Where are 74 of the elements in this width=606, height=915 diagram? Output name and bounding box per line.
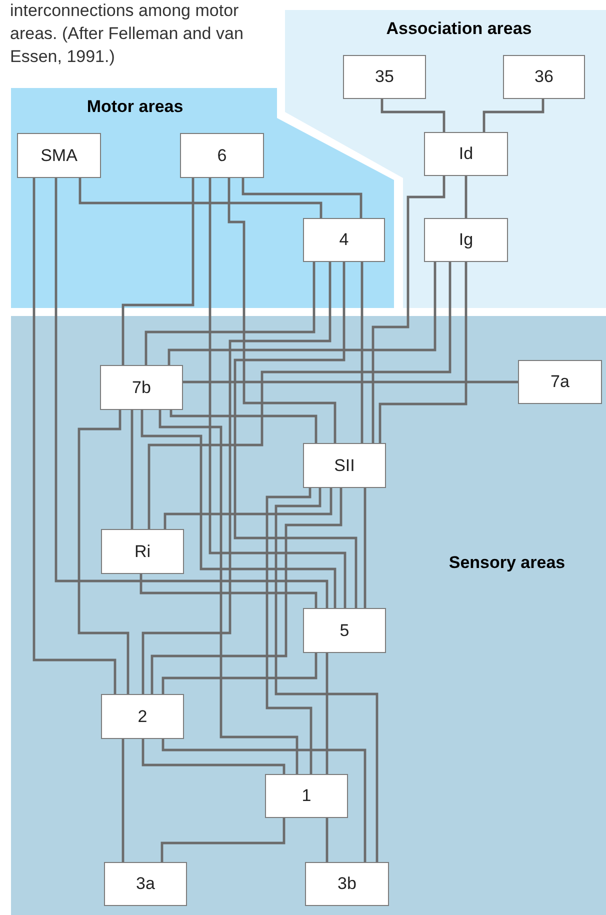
connection-line xyxy=(32,178,116,694)
area-box xyxy=(101,529,184,574)
connection-line xyxy=(326,653,328,774)
area-label: 3a xyxy=(136,874,155,894)
brain-area-region xyxy=(11,316,606,915)
area-box xyxy=(101,694,184,739)
connection-line xyxy=(183,380,518,384)
connection-line xyxy=(242,178,362,218)
connection-line xyxy=(360,262,364,443)
area-box xyxy=(265,774,348,818)
area-box xyxy=(305,862,389,906)
area-label: Ri xyxy=(134,542,151,562)
connection-line xyxy=(78,178,322,218)
area-box xyxy=(303,443,386,488)
area-box xyxy=(303,218,385,262)
connection-line xyxy=(144,262,316,365)
area-box xyxy=(180,133,264,178)
connection-line xyxy=(234,262,358,608)
area-box xyxy=(343,55,426,99)
region-heading: Motor areas xyxy=(86,96,184,118)
area-label: 7b xyxy=(132,378,151,398)
area-label: 4 xyxy=(339,230,349,250)
connection-line xyxy=(372,176,446,443)
figure-caption: interconnections among motor areas. (After Felleman and van Essen, 1991.) xyxy=(10,0,244,68)
connection-line xyxy=(208,178,346,608)
connection-line xyxy=(78,410,130,694)
connection-line xyxy=(326,818,328,862)
connection-line xyxy=(130,410,134,529)
area-box xyxy=(100,365,183,410)
connection-line xyxy=(150,488,342,694)
area-label: 6 xyxy=(217,146,227,166)
connection-line xyxy=(148,262,452,529)
connection-line xyxy=(170,410,318,443)
area-label: 5 xyxy=(340,620,350,640)
area-label: 36 xyxy=(534,67,554,87)
connection-line xyxy=(378,262,468,443)
connection-line xyxy=(228,178,336,443)
area-box xyxy=(303,608,386,653)
connection-line xyxy=(140,410,336,608)
area-label: 7a xyxy=(550,372,570,392)
connection-line xyxy=(160,818,286,862)
area-label: Id xyxy=(458,144,474,164)
region-heading: Association areas xyxy=(385,18,533,40)
connection-line xyxy=(380,99,446,132)
area-label: Ig xyxy=(458,230,474,250)
connection-line xyxy=(54,178,328,608)
area-box xyxy=(104,862,187,906)
area-label: 3b xyxy=(338,874,356,894)
area-label: SMA xyxy=(40,146,78,166)
connection-line xyxy=(274,488,378,862)
connection-line xyxy=(162,653,318,694)
area-label: 35 xyxy=(375,67,394,87)
area-box xyxy=(424,132,508,176)
connection-line xyxy=(142,262,332,694)
connection-line xyxy=(168,262,436,365)
connection-line xyxy=(122,178,194,365)
connection-line xyxy=(266,488,312,774)
connection-line xyxy=(364,488,366,608)
region-heading: Sensory areas xyxy=(448,552,566,574)
area-box xyxy=(518,360,602,404)
connection-line xyxy=(142,739,286,774)
connection-line xyxy=(164,488,332,529)
connection-line xyxy=(482,99,544,132)
area-label: SII xyxy=(334,456,355,476)
area-box xyxy=(424,218,508,262)
connection-line xyxy=(158,410,298,774)
connection-line xyxy=(122,739,124,862)
connection-line xyxy=(140,574,318,608)
connection-line xyxy=(464,176,468,218)
area-label: 1 xyxy=(302,786,312,806)
area-box xyxy=(503,55,585,99)
connection-line xyxy=(162,739,366,862)
area-label: 2 xyxy=(138,706,148,726)
area-box xyxy=(17,133,101,178)
